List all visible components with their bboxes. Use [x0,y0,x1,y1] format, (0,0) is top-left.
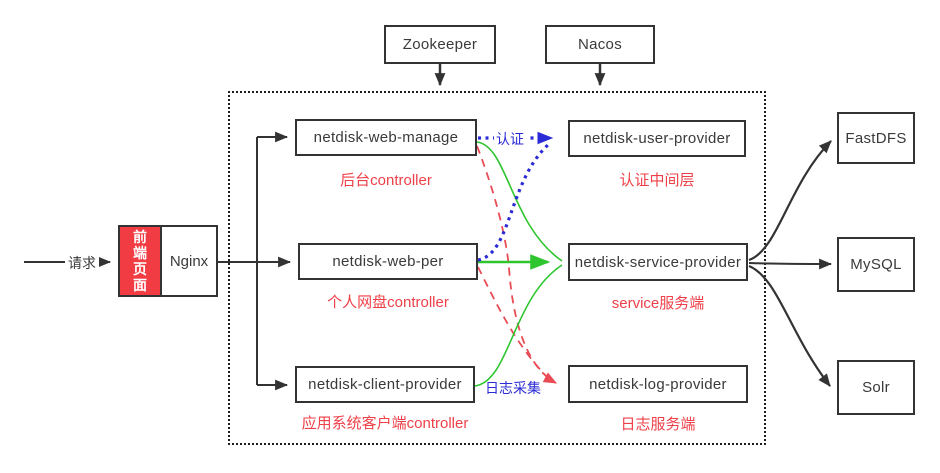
node-label: netdisk-web-manage [313,129,459,146]
frontend-char: 面 [133,277,147,293]
node-netdisk-client-provider: netdisk-client-provider [295,366,475,403]
edge-service-to-solr [748,264,831,387]
request-label: 请求 [65,253,99,273]
node-fastdfs: FastDFS [837,112,915,164]
node-frontend-nginx: 前 端 页 面 Nginx [118,225,218,297]
caption-log-provider: 日志服务端 [620,416,696,433]
edge-web-manage-to-service-provider [476,141,563,262]
node-netdisk-service-provider: netdisk-service-provider [568,243,748,281]
frontend-char: 页 [133,261,147,277]
node-label: netdisk-web-per [332,253,444,270]
node-zookeeper: Zookeeper [384,25,496,64]
node-netdisk-web-manage: netdisk-web-manage [295,119,477,156]
node-nginx-label: Nginx [169,252,209,270]
microservice-boundary [228,91,766,445]
auth-edge-label: 认证 [494,129,526,149]
frontend-page-cell: 前 端 页 面 [120,227,162,295]
caption-client-provider: 应用系统客户端controller [301,415,469,432]
log-collect-edge-label: 日志采集 [485,380,541,396]
node-mysql: MySQL [837,237,915,292]
caption-web-manage: 后台controller [340,172,432,189]
node-label: MySQL [850,256,902,273]
frontend-char: 前 [133,229,147,245]
node-nacos: Nacos [545,25,655,64]
node-netdisk-log-provider: netdisk-log-provider [568,365,748,403]
node-nacos-label: Nacos [577,36,623,53]
edge-service-to-fastdfs [748,140,832,262]
caption-service-provider: service服务端 [611,295,705,312]
caption-user-provider: 认证中间层 [619,172,695,189]
node-netdisk-user-provider: netdisk-user-provider [568,120,746,157]
node-label: Solr [862,379,890,396]
node-label: netdisk-client-provider [308,376,462,393]
node-label: netdisk-service-provider [574,253,742,271]
node-label: netdisk-log-provider [589,375,727,393]
frontend-char: 端 [133,245,147,261]
node-label: netdisk-user-provider [583,130,731,147]
edge-web-manage-to-log-provider [476,145,557,384]
edge-client-provider-to-service-provider [474,264,563,387]
caption-web-per: 个人网盘controller [327,294,449,311]
node-zookeeper-label: Zookeeper [402,36,478,53]
edge-service-to-mysql [748,258,833,270]
node-label: FastDFS [845,129,907,147]
edge-web-per-to-user-provider [477,141,552,262]
node-solr: Solr [837,360,915,415]
node-netdisk-web-per: netdisk-web-per [298,243,478,280]
edge-web-per-to-log-provider [477,266,553,383]
